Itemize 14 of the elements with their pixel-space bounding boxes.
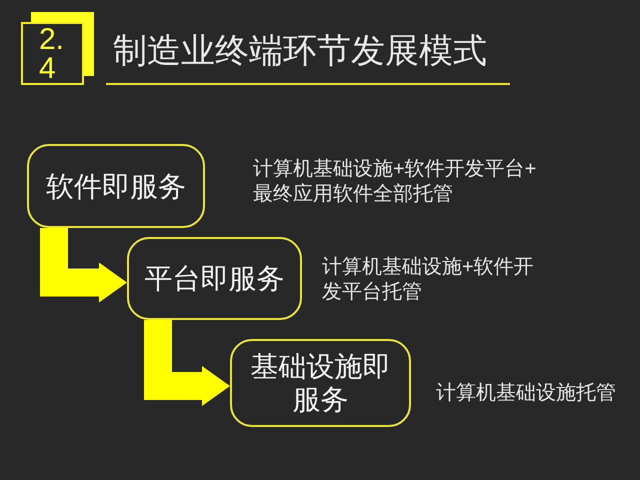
rounded-box (230, 339, 411, 427)
bent-block-arrow (144, 320, 230, 406)
box-label: 基础设施即服务 (250, 350, 392, 416)
description-text: 计算机基础设施托管 (436, 381, 617, 406)
section-number: 2.4 (39, 25, 66, 83)
rounded-box (27, 144, 205, 228)
box-label: 软件即服务 (46, 170, 186, 202)
title: 制造业终端环节发展模式 (113, 31, 487, 71)
description-text: 计算机基础设施+软件开发平台托管 (322, 255, 535, 305)
rounded-box (127, 237, 302, 320)
bent-block-arrow (40, 228, 127, 302)
number-badge (21, 22, 84, 85)
box-label: 平台即服务 (144, 262, 284, 295)
description-text: 计算机基础设施+软件开发平台+最终应用软件全部托管 (253, 157, 538, 207)
